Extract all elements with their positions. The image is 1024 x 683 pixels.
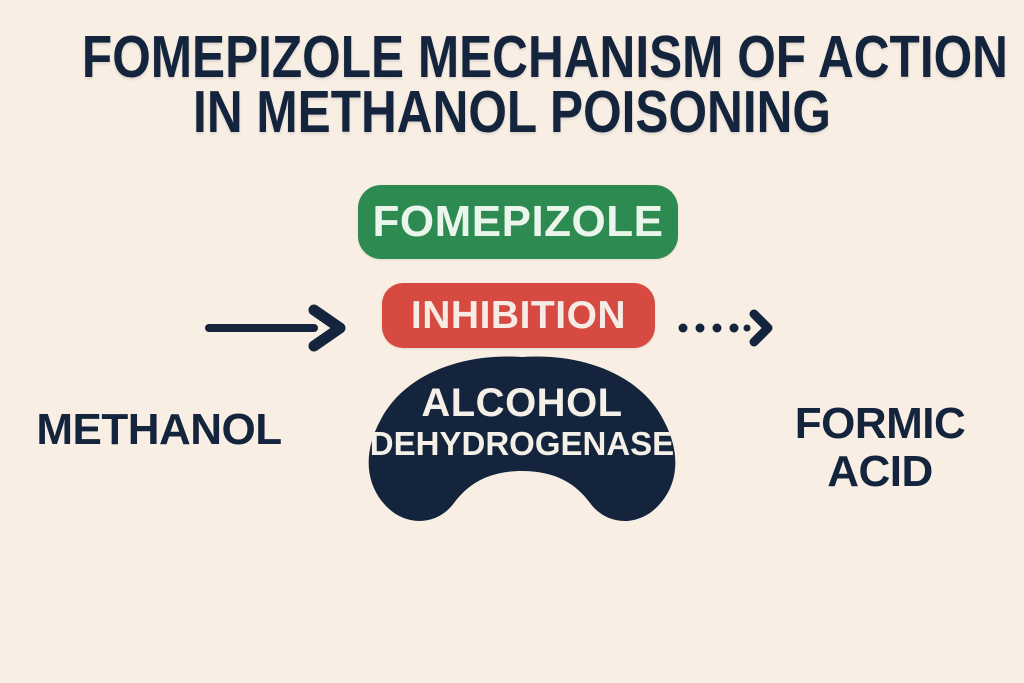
enzyme-label: ALCOHOL DEHYDROGENASE (356, 381, 688, 463)
fomepizole-label: FOMEPIZOLE (372, 197, 664, 246)
title-line-1: FOMEPIZOLE MECHANISM OF ACTION (81, 24, 1008, 90)
formic-acid-line-2: ACID (827, 447, 933, 496)
inhibition-label: INHIBITION (410, 293, 627, 337)
enzyme-blob: ALCOHOL DEHYDROGENASE (356, 351, 688, 535)
page-title: FOMEPIZOLE MECHANISM OF ACTION IN METHAN… (81, 24, 1008, 145)
formic-acid-label: FORMIC ACID (772, 400, 988, 496)
title-line-2: IN METHANOL POISONING (193, 79, 831, 145)
enzyme-label-line-2: DEHYDROGENASE (369, 425, 675, 462)
fomepizole-box: FOMEPIZOLE (358, 185, 678, 259)
solid-right-arrow-icon (205, 304, 346, 352)
dotted-right-arrow-icon (678, 309, 773, 347)
enzyme-label-line-1: ALCOHOL (421, 381, 623, 425)
methanol-label: METHANOL (36, 405, 282, 454)
enzyme-blob-shape-icon (368, 356, 676, 521)
formic-acid-line-1: FORMIC (794, 399, 966, 448)
inhibition-box: INHIBITION (382, 283, 655, 348)
